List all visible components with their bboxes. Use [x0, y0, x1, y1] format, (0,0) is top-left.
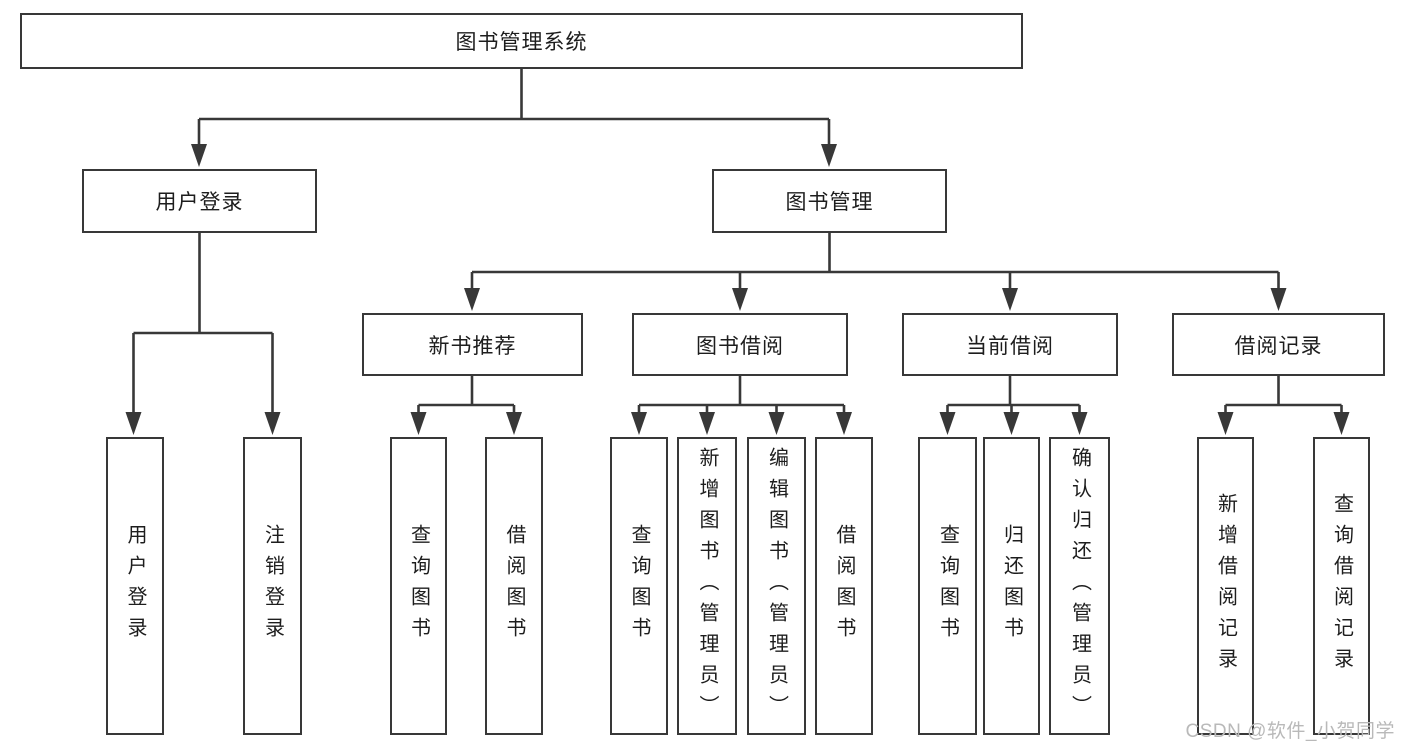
leaf-borrow-books-recommend: 借阅图书 — [485, 437, 543, 735]
leaf-confirm-return-admin: 确认归还（管理员） — [1049, 437, 1110, 735]
node-label: 图书管理 — [785, 191, 874, 214]
leaf-add-borrow-record: 新增借阅记录 — [1197, 437, 1254, 735]
node-library-management-system: 图书管理系统 — [20, 13, 1023, 69]
connector-book-borrow-children — [631, 376, 852, 435]
node-label: 图书管理系统 — [455, 31, 588, 54]
leaf-user-login: 用户登录 — [106, 437, 164, 735]
node-label: 编辑图书（管理员） — [765, 446, 788, 726]
node-current-borrow: 当前借阅 — [902, 313, 1118, 376]
connector-user-login-children — [125, 233, 281, 435]
leaf-logout: 注销登录 — [243, 437, 302, 735]
connector-book-management-children — [464, 233, 1287, 311]
node-label: 查询图书 — [407, 524, 430, 648]
leaf-add-books-admin: 新增图书（管理员） — [677, 437, 737, 735]
node-label: 归还图书 — [1000, 524, 1023, 648]
node-label: 新书推荐 — [428, 334, 517, 358]
connector-current-borrow-children — [939, 376, 1088, 435]
node-label: 查询图书 — [628, 524, 650, 648]
node-label: 当前借阅 — [966, 334, 1054, 358]
node-label: 查询借阅记录 — [1330, 493, 1353, 679]
leaf-query-books-current: 查询图书 — [918, 437, 977, 735]
node-label: 注销登录 — [261, 524, 284, 648]
leaf-query-books-borrow: 查询图书 — [610, 437, 668, 735]
node-label: 借阅图书 — [833, 524, 855, 648]
leaf-query-borrow-record: 查询借阅记录 — [1313, 437, 1370, 735]
node-label: 用户登录 — [124, 524, 146, 648]
node-label: 图书借阅 — [696, 334, 784, 358]
leaf-query-books-recommend: 查询图书 — [390, 437, 447, 735]
connector-root-to-level2 — [191, 69, 837, 167]
leaf-return-books: 归还图书 — [983, 437, 1040, 735]
node-label: 借阅图书 — [503, 524, 525, 648]
node-label: 借阅记录 — [1234, 334, 1323, 358]
node-new-book-recommend: 新书推荐 — [362, 313, 583, 376]
node-label: 确认归还（管理员） — [1068, 446, 1091, 726]
connector-new-book-recommend-children — [410, 376, 522, 435]
node-book-borrow: 图书借阅 — [632, 313, 848, 376]
csdn-watermark: CSDN @软件_小贺同学 — [1185, 721, 1395, 742]
node-label: 用户登录 — [155, 191, 244, 214]
node-label: 新增借阅记录 — [1214, 493, 1237, 679]
node-borrow-records: 借阅记录 — [1172, 313, 1385, 376]
node-label: 新增图书（管理员） — [696, 446, 718, 726]
node-user-login: 用户登录 — [82, 169, 317, 233]
leaf-edit-books-admin: 编辑图书（管理员） — [747, 437, 806, 735]
leaf-borrow-books: 借阅图书 — [815, 437, 873, 735]
node-book-management: 图书管理 — [712, 169, 947, 233]
connector-borrow-records-children — [1217, 376, 1350, 435]
node-label: 查询图书 — [936, 524, 959, 648]
